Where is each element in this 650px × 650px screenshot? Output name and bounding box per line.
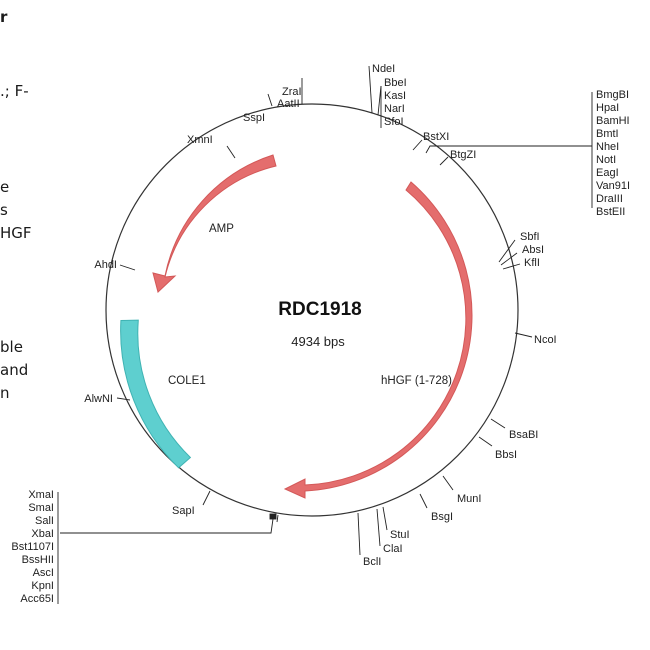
site-kfli: KflI bbox=[524, 257, 540, 269]
feature-hhgf-arrow[interactable] bbox=[283, 181, 473, 499]
site-stui: StuI bbox=[390, 529, 410, 541]
site-nari: NarI bbox=[384, 103, 405, 115]
mcs-right-connector bbox=[425, 145, 592, 154]
site-eagi: EagI bbox=[596, 167, 619, 179]
site-bmgbi: BmgBI bbox=[596, 89, 629, 101]
feature-cole1-label: COLE1 bbox=[168, 375, 206, 387]
site-acc65i: Acc65I bbox=[20, 593, 54, 605]
site-bstxi-line bbox=[412, 139, 423, 151]
plasmid-backbone bbox=[105, 103, 519, 517]
site-bmti: BmtI bbox=[596, 128, 619, 140]
plasmid-size: 4934 bps bbox=[291, 334, 345, 349]
site-ndei: NdeI bbox=[372, 63, 395, 75]
site-bamhi: BamHI bbox=[596, 115, 630, 127]
site-bstxi: BstXI bbox=[423, 131, 449, 143]
side-text-0: r bbox=[0, 8, 8, 26]
site-sali: SalI bbox=[35, 515, 54, 527]
mcs-left-connector bbox=[60, 518, 274, 534]
site-smai: SmaI bbox=[28, 502, 54, 514]
site-bsteii: BstEII bbox=[596, 206, 625, 218]
side-text-5: ble bbox=[0, 338, 23, 356]
site-kasi: KasI bbox=[384, 90, 406, 102]
site-clai: ClaI bbox=[383, 543, 403, 555]
site-ncoi: NcoI bbox=[534, 334, 557, 346]
site-ahdi: AhdI bbox=[94, 259, 117, 271]
site-xmni: XmnI bbox=[187, 134, 213, 146]
site-asci: AscI bbox=[33, 567, 54, 579]
site-sbfi: SbfI bbox=[520, 231, 540, 243]
feature-hhgf-label: hHGF (1-728) bbox=[381, 375, 452, 387]
site-bsshii: BssHII bbox=[22, 554, 54, 566]
side-text-1: .; F- bbox=[0, 82, 29, 100]
site-sspi: SspI bbox=[243, 112, 265, 124]
site-bbei: BbeI bbox=[384, 77, 407, 89]
site-bbei-cluster-line bbox=[377, 85, 382, 116]
site-bcli: BclI bbox=[363, 556, 381, 568]
site-btgzi-line bbox=[439, 156, 449, 166]
site-ndei-line bbox=[368, 65, 373, 114]
site-bsabi: BsaBI bbox=[509, 429, 538, 441]
site-xmai: XmaI bbox=[28, 489, 54, 501]
site-sapi: SapI bbox=[172, 505, 195, 517]
site-btgzi: BtgZI bbox=[450, 149, 476, 161]
site-muni: MunI bbox=[457, 493, 481, 505]
side-text-2: e bbox=[0, 178, 10, 196]
feature-amp-arrow[interactable] bbox=[152, 154, 277, 293]
site-xbai: XbaI bbox=[31, 528, 54, 540]
site-draiii: DraIII bbox=[596, 193, 623, 205]
side-text-7: n bbox=[0, 384, 10, 402]
site-ncoi-line bbox=[514, 332, 533, 338]
site-zrai: ZraI bbox=[282, 86, 302, 98]
site-van91i: Van91I bbox=[596, 180, 630, 192]
site-aatii: AatII bbox=[277, 98, 300, 110]
site-sfoi: SfoI bbox=[384, 116, 404, 128]
feature-cole1-arc[interactable] bbox=[120, 319, 192, 469]
side-text-6: and bbox=[0, 361, 29, 379]
site-bbsi: BbsI bbox=[495, 449, 517, 461]
site-bst1107i: Bst1107I bbox=[11, 541, 54, 553]
site-nhei: NheI bbox=[596, 141, 619, 153]
site-absi: AbsI bbox=[522, 244, 544, 256]
site-kpni: KpnI bbox=[31, 580, 54, 592]
site-noti: NotI bbox=[596, 154, 616, 166]
site-hpai: HpaI bbox=[596, 102, 619, 114]
site-bsgi: BsgI bbox=[431, 511, 453, 523]
site-alwni: AlwNI bbox=[84, 393, 113, 405]
side-text-4: HGF bbox=[0, 224, 32, 242]
plasmid-name: RDC1918 bbox=[278, 299, 361, 320]
feature-amp-label: AMP bbox=[209, 223, 234, 235]
side-text-3: s bbox=[0, 201, 8, 219]
